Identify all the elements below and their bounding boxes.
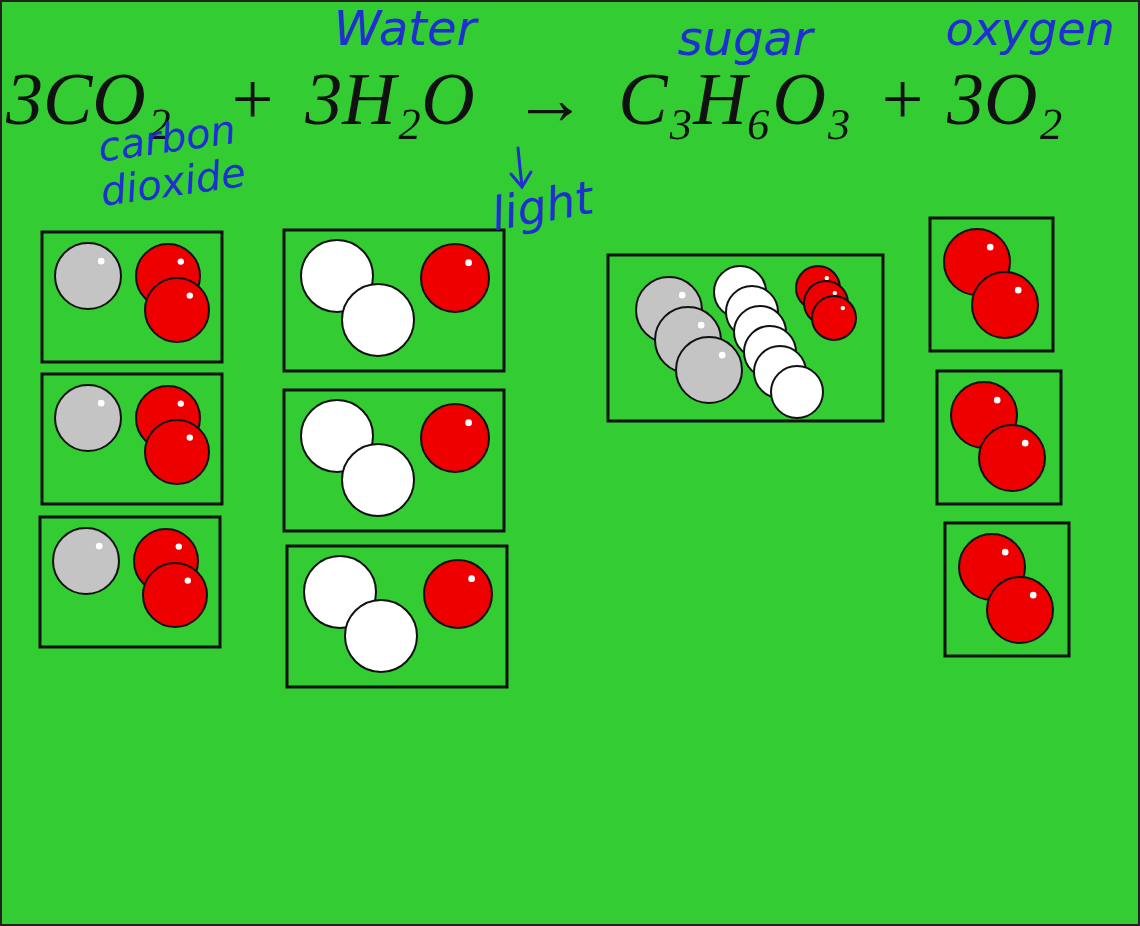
handwritten-label: Water xyxy=(334,4,476,52)
equation-term: C₃H₆O₃ xyxy=(618,62,851,136)
molecule-box xyxy=(608,255,883,421)
atom-highlight xyxy=(468,575,475,582)
carbon-dioxide-molecule xyxy=(42,232,222,362)
atom-highlight xyxy=(719,352,726,359)
atom-highlight xyxy=(768,318,773,323)
handwritten-label: sugar xyxy=(677,14,812,62)
carbon-dioxide-molecule xyxy=(42,374,222,504)
sugar-molecule xyxy=(608,255,883,421)
atom-highlight xyxy=(841,306,845,310)
atom-highlight xyxy=(96,543,103,550)
atom xyxy=(979,425,1045,491)
atom xyxy=(55,243,121,309)
atom-highlight xyxy=(760,298,765,303)
atom xyxy=(972,272,1038,338)
atom xyxy=(676,337,742,403)
atom xyxy=(345,600,417,672)
atom-highlight xyxy=(185,577,191,583)
atom xyxy=(987,577,1053,643)
atom-highlight xyxy=(465,259,472,266)
oxygen-molecule xyxy=(945,523,1069,656)
atom-highlight xyxy=(1030,592,1037,599)
atom-highlight xyxy=(98,258,105,265)
atom-highlight xyxy=(389,460,396,467)
atom xyxy=(53,528,119,594)
atom-highlight xyxy=(351,572,358,579)
atom-highlight xyxy=(987,244,994,251)
atom-highlight xyxy=(778,338,783,343)
atom xyxy=(55,385,121,451)
atom-highlight xyxy=(176,543,182,549)
atom xyxy=(421,244,489,312)
atom-highlight xyxy=(679,292,686,299)
molecule-box xyxy=(284,230,504,371)
atom-highlight xyxy=(1015,287,1022,294)
equation-operator: + xyxy=(877,62,927,136)
carbon-dioxide-molecule xyxy=(40,517,220,647)
atom-highlight xyxy=(187,292,193,298)
equation-operator: → xyxy=(513,62,587,136)
atom xyxy=(143,563,207,627)
atom xyxy=(342,444,414,516)
atom-highlight xyxy=(389,300,396,307)
atom-highlight xyxy=(994,397,1001,404)
molecule-box xyxy=(937,371,1061,504)
molecule-box xyxy=(42,374,222,504)
atom-highlight xyxy=(465,419,472,426)
atom xyxy=(145,278,209,342)
molecule-box xyxy=(42,232,222,362)
water-molecule xyxy=(287,546,507,687)
atom-highlight xyxy=(392,616,399,623)
atom-highlight xyxy=(1022,440,1029,447)
atom-highlight xyxy=(698,322,705,329)
water-molecule xyxy=(284,230,504,371)
atom-highlight xyxy=(805,378,810,383)
atom-highlight xyxy=(98,400,105,407)
atom-highlight xyxy=(1002,549,1009,556)
molecule-box xyxy=(40,517,220,647)
atom-highlight xyxy=(348,416,355,423)
light-arrow xyxy=(518,148,522,186)
atom xyxy=(145,420,209,484)
atom xyxy=(421,404,489,472)
atom-highlight xyxy=(788,358,793,363)
molecule-box xyxy=(284,390,504,531)
atom-highlight xyxy=(833,291,837,295)
oxygen-molecule xyxy=(937,371,1061,504)
atom-highlight xyxy=(178,400,184,406)
molecule-box xyxy=(930,218,1053,351)
atom-highlight xyxy=(348,256,355,263)
atom xyxy=(771,366,823,418)
molecule-box xyxy=(287,546,507,687)
atom-highlight xyxy=(178,258,184,264)
atom-highlight xyxy=(748,278,753,283)
molecule-box xyxy=(945,523,1069,656)
atom xyxy=(342,284,414,356)
equation-term: 3O₂ xyxy=(947,62,1063,136)
water-molecule xyxy=(284,390,504,531)
equation-term: 3H₂O xyxy=(305,62,475,136)
atom xyxy=(424,560,492,628)
atom-highlight xyxy=(187,434,193,440)
atom xyxy=(812,296,856,340)
atom-highlight xyxy=(825,276,829,280)
handwritten-label: oxygen xyxy=(945,6,1114,52)
oxygen-molecule xyxy=(930,218,1053,351)
